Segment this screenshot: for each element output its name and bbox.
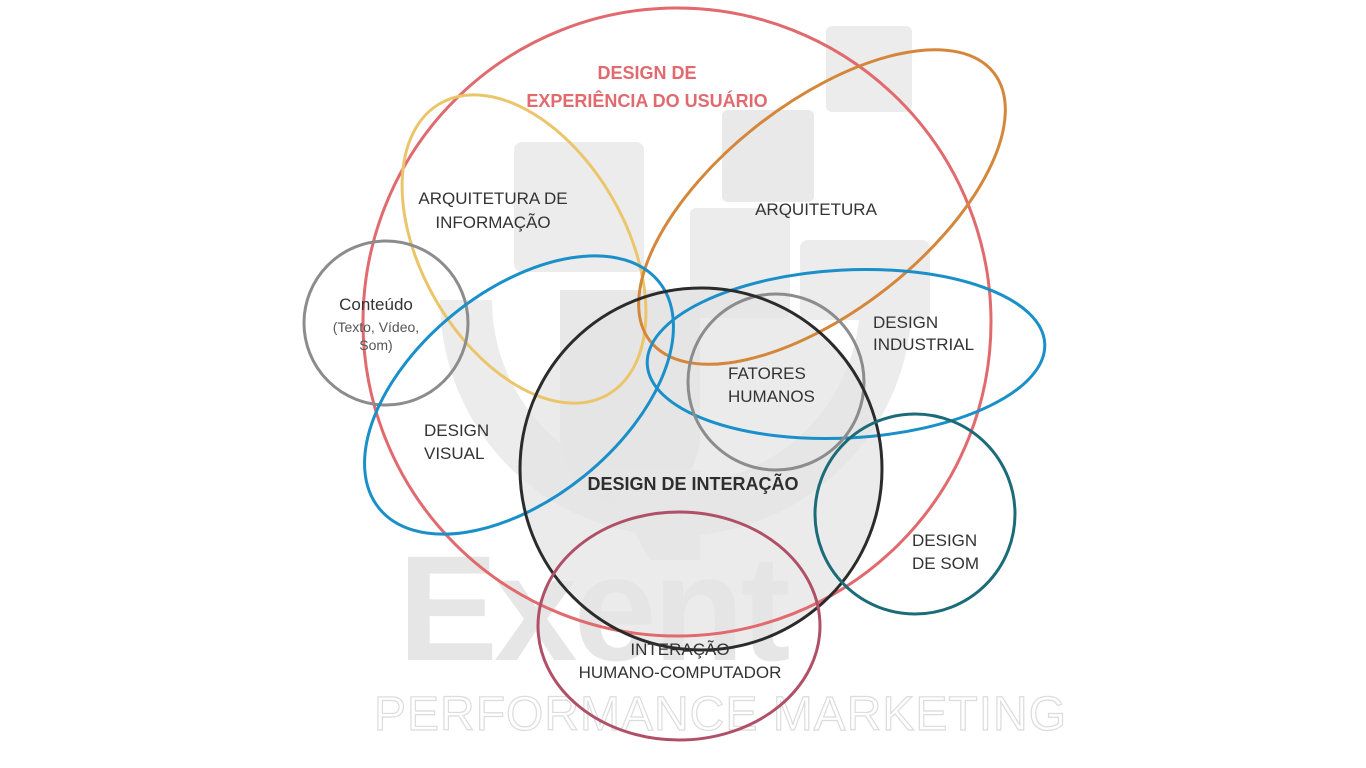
content-label-line1: (Texto, Vídeo,	[333, 319, 419, 335]
hci-ellipse	[536, 510, 822, 742]
human-factors-circle	[686, 292, 866, 472]
content-circle	[302, 239, 470, 407]
info-arch-ellipse	[400, 93, 648, 405]
info-arch-label: ARQUITETURA DE INFORMAÇÃO	[418, 189, 567, 232]
content-label-line2: Som)	[359, 337, 392, 353]
hci-label-line2: HUMANO-COMPUTADOR	[579, 663, 782, 682]
watermark-tagline: PERFORMANCE MARKETING	[374, 688, 1067, 741]
human-factors-label: FATORES HUMANOS	[728, 364, 815, 406]
content-label: Conteúdo (Texto, Vídeo, Som)	[333, 295, 419, 353]
human-factors-label-line2: HUMANOS	[728, 387, 815, 406]
industrial-design-label: DESIGN INDUSTRIAL	[873, 313, 974, 354]
visual-design-label-line1: DESIGN	[424, 421, 489, 440]
content-label-title: Conteúdo	[339, 295, 413, 314]
info-arch-label-line2: INFORMAÇÃO	[435, 213, 550, 232]
industrial-design-label-line1: DESIGN	[873, 313, 938, 332]
ux-circle	[361, 6, 993, 638]
interaction-design-label: DESIGN DE INTERAÇÃO	[587, 473, 798, 494]
info-arch-label-line1: ARQUITETURA DE	[418, 189, 567, 208]
architecture-label: ARQUITETURA	[755, 200, 878, 219]
architecture-ellipse	[637, 48, 1007, 366]
sound-design-label: DESIGN DE SOM	[912, 531, 979, 573]
hci-label: INTERAÇÃO HUMANO-COMPUTADOR	[579, 640, 782, 682]
visual-design-ellipse	[363, 254, 675, 536]
sound-design-label-line2: DE SOM	[912, 554, 979, 573]
sound-design-label-line1: DESIGN	[912, 531, 977, 550]
ux-label: DESIGN DE EXPERIÊNCIA DO USUÁRIO	[526, 63, 767, 111]
human-factors-label-line1: FATORES	[728, 364, 806, 383]
hci-label-line1: INTERAÇÃO	[630, 640, 729, 659]
visual-design-label-line2: VISUAL	[424, 444, 484, 463]
interaction-design-fill	[520, 288, 882, 650]
ux-label-line1: DESIGN DE	[597, 63, 696, 83]
sound-design-circle	[813, 412, 1017, 616]
industrial-design-label-line2: INDUSTRIAL	[873, 335, 974, 354]
ux-label-line2: EXPERIÊNCIA DO USUÁRIO	[526, 90, 767, 111]
visual-design-label: DESIGN VISUAL	[424, 421, 489, 463]
interaction-design-circle	[518, 286, 884, 652]
